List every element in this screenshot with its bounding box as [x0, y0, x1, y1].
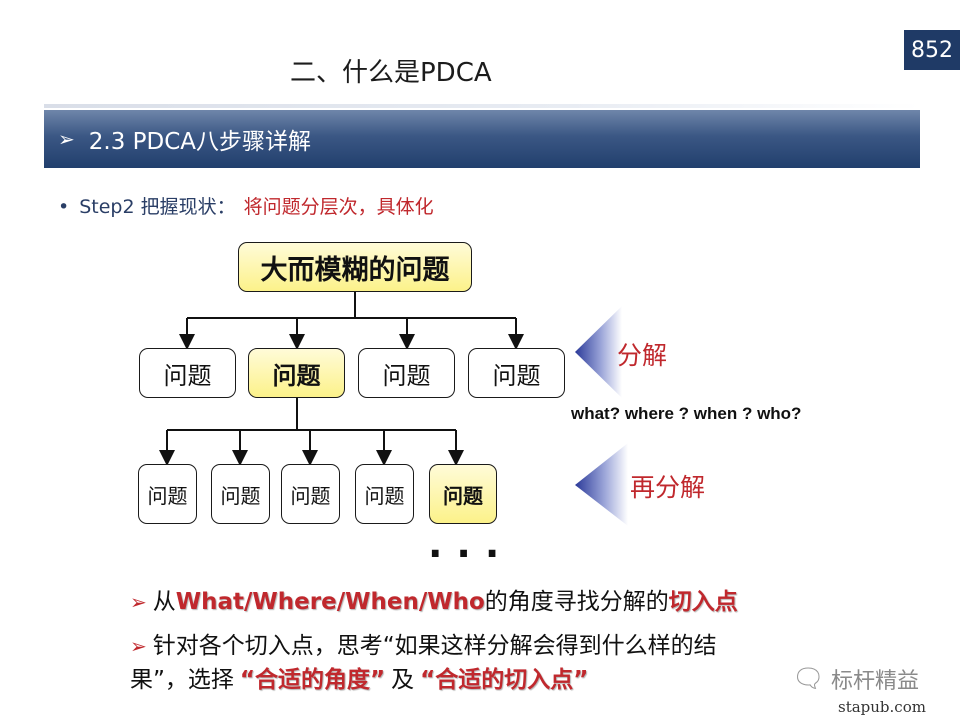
level1-problem-box-highlighted: 问题: [248, 348, 345, 398]
level1-problem-box: 问题: [139, 348, 236, 398]
point-2-highlight: “合适的角度”: [239, 667, 386, 693]
point-2-line-2: 果”，选择“合适的角度”及“合适的切入点”: [130, 660, 588, 694]
point-2-line-1: ➢针对各个切入点，思考“如果这样分解会得到什么样的结: [130, 626, 717, 660]
arrow-bullet-icon: ➢: [130, 634, 147, 658]
ellipsis: ...: [428, 522, 514, 566]
divider: [44, 104, 920, 108]
level2-problem-box: 问题: [138, 464, 197, 524]
point-1-highlight: 切入点: [668, 589, 738, 615]
level2-problem-box-highlighted: 问题: [429, 464, 497, 524]
watermark: 🗨 标杆精益: [792, 663, 919, 695]
arrow-bullet-icon: ➢: [58, 127, 75, 151]
questions-text: what? where ? when ? who?: [571, 404, 802, 423]
wechat-icon: 🗨: [792, 664, 826, 694]
level1-problem-box: 问题: [468, 348, 565, 398]
site-url: stapub.com: [838, 698, 926, 716]
page-number: 852: [904, 30, 960, 70]
arrow-bullet-icon: ➢: [130, 590, 147, 614]
step-label: Step2 把握现状：: [79, 196, 236, 218]
point-1-highlight: What/Where/When/Who: [175, 589, 485, 615]
level2-problem-box: 问题: [211, 464, 270, 524]
level2-problem-box: 问题: [355, 464, 414, 524]
point-1-text: 的角度寻找分解的: [484, 589, 669, 615]
section-banner: ➢ 2.3 PDCA八步骤详解: [44, 110, 920, 168]
step-line: • Step2 把握现状： 将问题分层次，具体化: [58, 192, 434, 219]
point-1: ➢从What/Where/When/Who的角度寻找分解的切入点: [130, 582, 738, 616]
decompose-label: 分解: [617, 341, 668, 370]
point-2-text: 及: [391, 667, 415, 693]
redecompose-arrow-icon: [575, 443, 628, 526]
section-title: 2.3 PDCA八步骤详解: [88, 129, 312, 155]
redecompose-label: 再分解: [630, 473, 706, 502]
watermark-text: 标杆精益: [831, 669, 920, 694]
page-title: 二、什么是PDCA: [290, 58, 492, 88]
step-description: 将问题分层次，具体化: [243, 196, 434, 218]
point-2-highlight: “合适的切入点”: [420, 667, 589, 693]
point-2-text: 果”，选择: [130, 667, 234, 693]
bullet-icon: •: [58, 196, 70, 218]
root-problem-box: 大而模糊的问题: [238, 242, 472, 292]
level1-problem-box: 问题: [358, 348, 455, 398]
level2-problem-box: 问题: [281, 464, 340, 524]
point-1-text: 从: [152, 589, 176, 615]
point-2-text: 针对各个切入点，思考“如果这样分解会得到什么样的结: [152, 633, 717, 659]
decompose-arrow-icon: [575, 306, 622, 398]
